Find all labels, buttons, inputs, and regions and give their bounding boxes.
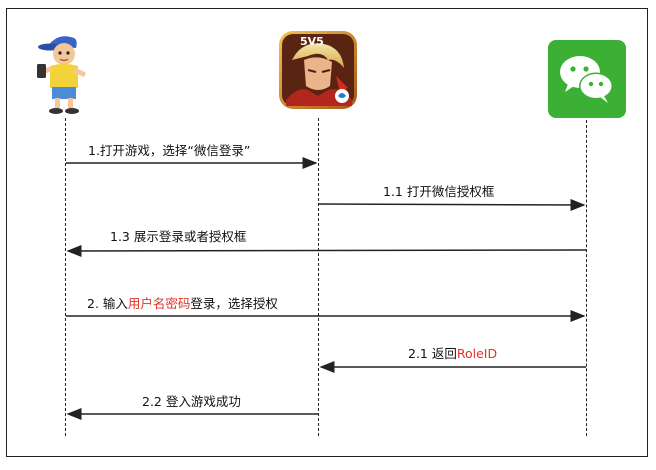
message-label-m4: 2. 输入用户名密码登录，选择授权 xyxy=(87,296,278,312)
arrow-m2 xyxy=(318,198,586,211)
user-avatar-icon xyxy=(37,36,86,114)
game-badge-label: 5V5 xyxy=(300,35,324,48)
message-label-m2: 1.1 打开微信授权框 xyxy=(383,184,495,199)
game-app-icon: 5V5 xyxy=(279,31,357,109)
lifeline-wechat xyxy=(586,120,587,436)
lifeline-user xyxy=(65,118,66,436)
m5-prefix: 2.1 返回 xyxy=(408,346,457,361)
m4-suffix: 登录，选择授权 xyxy=(190,296,278,311)
message-label-m6: 2.2 登入游戏成功 xyxy=(142,394,241,409)
message-label-m5: 2.1 返回RoleID xyxy=(408,346,497,362)
wechat-app-icon xyxy=(548,40,626,118)
message-label-m3: 1.3 展示登录或者授权框 xyxy=(110,229,247,244)
m4-prefix: 2. 输入 xyxy=(87,296,128,311)
diagram-frame xyxy=(6,8,648,457)
lifeline-game xyxy=(318,118,319,436)
m4-highlight: 用户名密码 xyxy=(127,296,191,311)
arrow-m3 xyxy=(66,244,587,257)
m5-highlight: RoleID xyxy=(456,346,498,361)
message-label-m1: 1.打开游戏，选择“微信登录” xyxy=(88,143,251,158)
